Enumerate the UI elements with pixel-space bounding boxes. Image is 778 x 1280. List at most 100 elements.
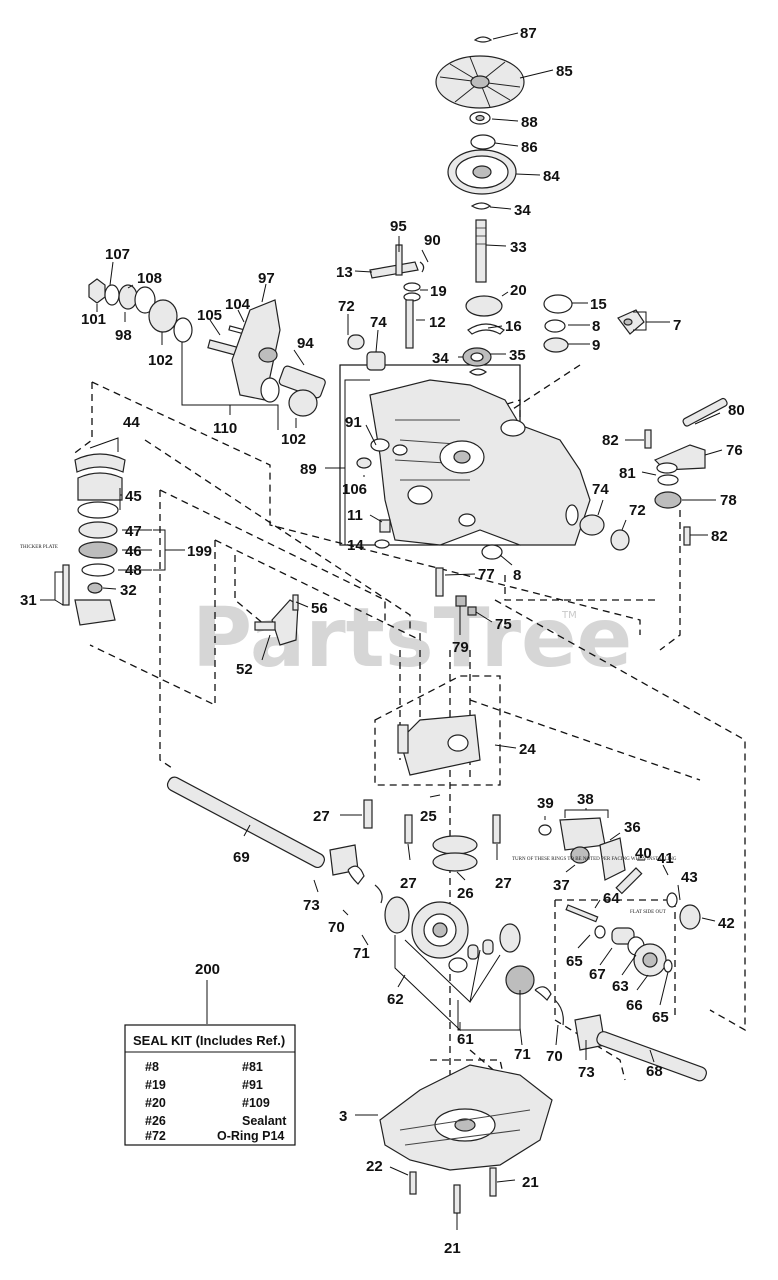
bottom-case — [379, 1064, 553, 1171]
callout-74: 74 — [370, 314, 387, 331]
note-43: FLAT SIDE OUT — [630, 910, 666, 915]
control-arm-group — [369, 244, 425, 349]
leader-lines — [40, 32, 723, 1230]
bolts-group — [363, 799, 501, 1214]
callout-27b: 27 — [400, 875, 417, 892]
callout-40: 40 — [635, 845, 652, 862]
callout-19: 19 — [430, 283, 447, 300]
callout-48: 48 — [125, 562, 142, 579]
callout-199: 199 — [187, 543, 212, 560]
bearings-group — [432, 817, 701, 930]
callout-27: 27 — [313, 808, 330, 825]
seal-kit-item: #20 — [145, 1096, 166, 1110]
callout-46: 46 — [125, 543, 142, 560]
callout-75: 75 — [495, 616, 512, 633]
right-linkage-group — [644, 397, 728, 546]
callout-21: 21 — [522, 1174, 539, 1191]
callout-45: 45 — [125, 488, 142, 505]
callout-56: 56 — [311, 600, 328, 617]
left-axle — [166, 776, 383, 904]
callout-9: 9 — [592, 337, 600, 354]
callout-14: 14 — [347, 537, 364, 554]
callout-27c: 27 — [495, 875, 512, 892]
callout-74b: 74 — [592, 481, 609, 498]
callout-90: 90 — [424, 232, 441, 249]
callout-101: 101 — [81, 311, 106, 328]
callout-89: 89 — [300, 461, 317, 478]
seal-kit-box: SEAL KIT (Includes Ref.) #8 #19 #20 #26 … — [124, 1024, 296, 1146]
callout-84: 84 — [543, 168, 560, 185]
seal-kit-item: #72 — [145, 1129, 166, 1143]
callout-52: 52 — [236, 661, 253, 678]
callout-87: 87 — [520, 25, 537, 42]
callout-21b: 21 — [444, 1240, 461, 1257]
callout-15: 15 — [590, 296, 607, 313]
callout-25: 25 — [420, 808, 437, 825]
fan-pulley-group — [435, 36, 525, 376]
callout-26: 26 — [457, 885, 474, 902]
callout-3: 3 — [339, 1108, 347, 1125]
callout-32: 32 — [120, 582, 137, 599]
callout-110: 110 — [213, 420, 237, 437]
callout-34b: 34 — [432, 350, 449, 367]
callout-38: 38 — [577, 791, 594, 808]
callout-102: 102 — [148, 352, 173, 369]
callout-42: 42 — [718, 915, 735, 932]
note-thicker-plate: THICKER PLATE — [20, 545, 58, 550]
callout-37: 37 — [553, 877, 570, 894]
callout-61: 61 — [457, 1031, 474, 1048]
callout-88: 88 — [521, 114, 538, 131]
callout-65b: 65 — [652, 1009, 669, 1026]
lever-group — [254, 594, 299, 646]
callout-65: 65 — [566, 953, 583, 970]
callout-85: 85 — [556, 63, 573, 80]
callout-20: 20 — [510, 282, 527, 299]
seal-kit-item: #19 — [145, 1078, 166, 1092]
callout-106: 106 — [342, 481, 367, 498]
callout-76: 76 — [726, 442, 743, 459]
callout-67: 67 — [589, 966, 606, 983]
callout-66: 66 — [626, 997, 643, 1014]
callout-8b: 8 — [513, 567, 521, 584]
callout-86: 86 — [521, 139, 538, 156]
callout-70b: 70 — [546, 1048, 563, 1065]
note-37: TURN OF THESE RINGS TO BE NOTED PER FACI… — [512, 857, 677, 862]
callout-97: 97 — [258, 270, 275, 287]
pins-group — [435, 567, 477, 616]
caps-group — [543, 294, 645, 353]
callout-34: 34 — [514, 202, 531, 219]
callout-82b: 82 — [711, 528, 728, 545]
callout-43: 43 — [681, 869, 698, 886]
callout-98: 98 — [115, 327, 132, 344]
main-housing — [347, 334, 630, 560]
left-stack-group — [62, 453, 126, 626]
callout-71b: 71 — [514, 1046, 531, 1063]
seal-kit-item: #109 — [242, 1096, 270, 1110]
seal-kit-item: #26 — [145, 1114, 166, 1128]
callout-63: 63 — [612, 978, 629, 995]
callout-22: 22 — [366, 1158, 383, 1175]
callout-79: 79 — [452, 639, 469, 656]
callout-13: 13 — [336, 264, 353, 281]
callout-70: 70 — [328, 919, 345, 936]
callout-108: 108 — [137, 270, 162, 287]
callout-12: 12 — [429, 314, 446, 331]
callout-73: 73 — [303, 897, 320, 914]
callout-41: 41 — [657, 850, 674, 867]
seal-kit-item: #8 — [145, 1060, 159, 1074]
callout-73b: 73 — [578, 1064, 595, 1081]
seal-kit-item: Sealant — [242, 1114, 287, 1128]
callout-47: 47 — [125, 523, 142, 540]
gears-group — [384, 896, 606, 1051]
callout-95: 95 — [390, 218, 407, 235]
callout-80: 80 — [728, 402, 745, 419]
callout-107: 107 — [105, 246, 130, 263]
seal-kit-item: O-Ring P14 — [217, 1129, 284, 1143]
callout-200: 200 — [195, 961, 220, 978]
callout-94: 94 — [297, 335, 314, 352]
callout-labels: 87 85 88 86 84 34 33 95 90 13 19 20 15 7… — [20, 25, 745, 1257]
callout-8: 8 — [592, 318, 600, 335]
callout-44: 44 — [123, 414, 140, 431]
callout-62: 62 — [387, 991, 404, 1008]
callout-72b: 72 — [629, 502, 646, 519]
